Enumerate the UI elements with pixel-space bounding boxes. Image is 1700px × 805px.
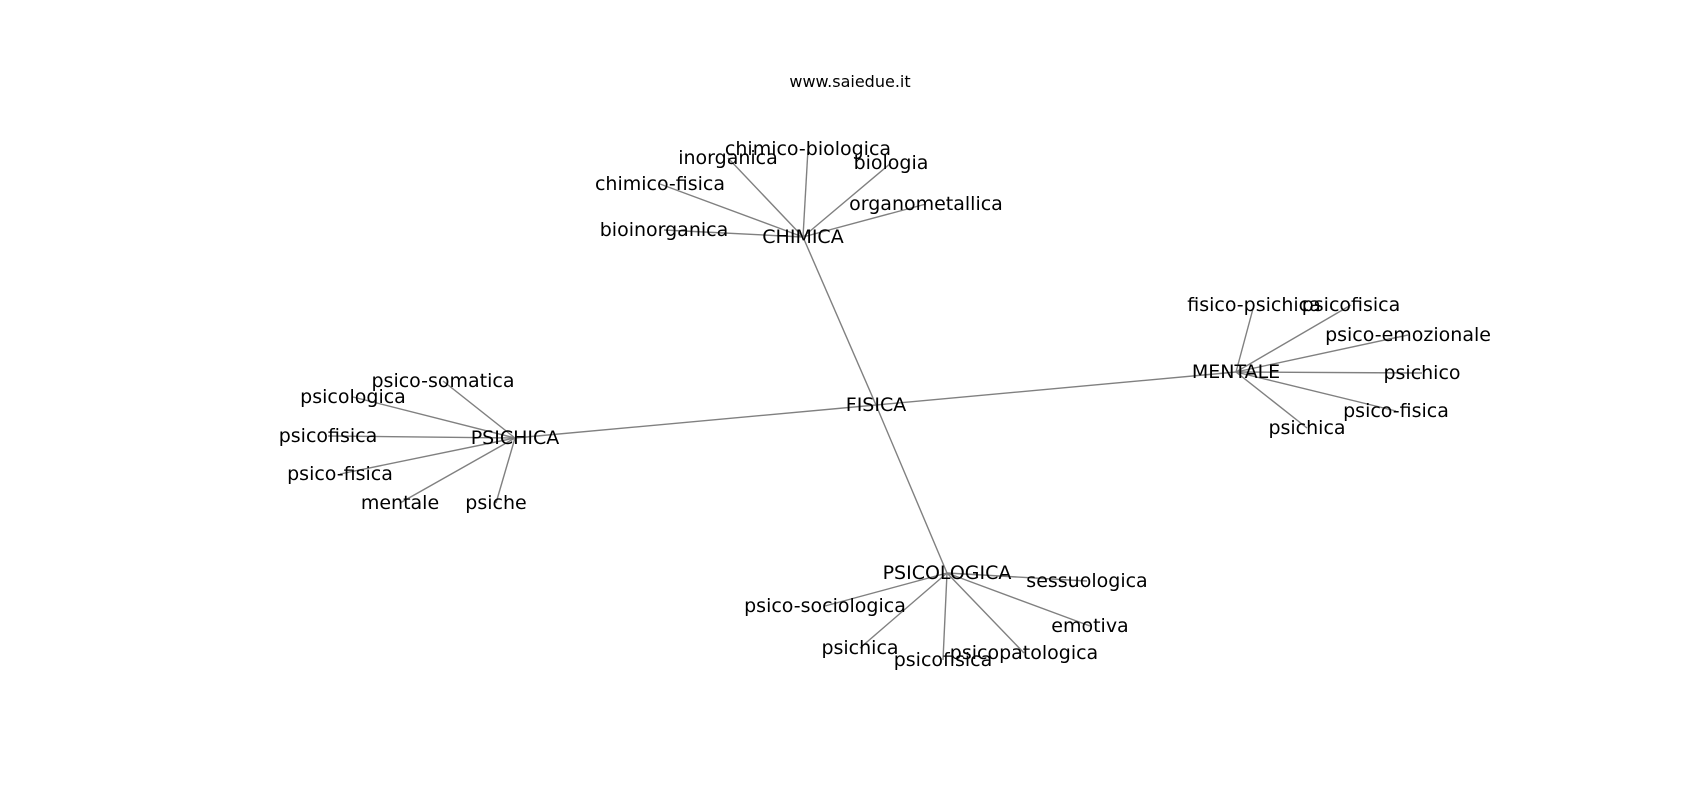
edge-psicologica-psicofisica <box>942 572 948 661</box>
node-leaf-psichica-psiche: psiche <box>465 492 526 514</box>
node-leaf-psichica-psico-fisica: psico-fisica <box>287 463 393 485</box>
edge-mentale-psicofisica <box>1235 304 1352 373</box>
edge-chimica-chimico-biologica <box>802 148 809 238</box>
node-leaf-psichica-psicofisica: psicofisica <box>279 425 378 447</box>
node-hub-psichica: PSICHICA <box>471 427 560 449</box>
edge-mentale-psichica <box>1235 371 1308 429</box>
edge-center-psichica <box>514 404 877 439</box>
node-leaf-chimica-chimico-biologica: chimico-biologica <box>725 138 891 160</box>
node-hub-psicologica: PSICOLOGICA <box>883 562 1012 584</box>
node-leaf-psicologica-emotiva: emotiva <box>1051 615 1128 637</box>
edge-chimica-chimico-fisica <box>659 183 804 238</box>
node-leaf-psicologica-psichica: psichica <box>821 637 898 659</box>
edge-psichica-psico-somatica <box>442 380 516 439</box>
edge-mentale-psichico <box>1235 371 1423 374</box>
edge-center-psicologica <box>875 404 948 574</box>
node-leaf-mentale-psico-emozionale: psico-emozionale <box>1325 324 1491 346</box>
node-leaf-mentale-psico-fisica: psico-fisica <box>1343 400 1449 422</box>
node-leaf-mentale-psicofisica: psicofisica <box>1302 294 1401 316</box>
node-hub-chimica: CHIMICA <box>762 226 843 248</box>
node-leaf-psichica-mentale: mentale <box>361 492 439 514</box>
edge-mentale-psico-fisica <box>1235 371 1397 412</box>
node-leaf-chimica-biologia: biologia <box>854 152 929 174</box>
node-leaf-psicologica-psico-sociologica: psico-sociologica <box>744 595 906 617</box>
node-leaf-mentale-psichica: psichica <box>1268 417 1345 439</box>
edge-mentale-fisico-psichica <box>1235 304 1255 373</box>
labels-layer: FISICA CHIMICA chimico-biologicainorganica… <box>279 138 1491 671</box>
edge-psichica-psicofisica <box>327 435 516 439</box>
edges-layer <box>327 148 1423 661</box>
edge-psichica-psiche <box>495 437 516 504</box>
edge-psicologica-psichica <box>859 572 948 649</box>
node-leaf-psichica-psico-somatica: psico-somatica <box>371 370 514 392</box>
node-hub-mentale: MENTALE <box>1192 361 1280 383</box>
node-leaf-chimica-organometallica: organometallica <box>849 193 1003 215</box>
node-leaf-psicologica-sessuologica: sessuologica <box>1026 570 1147 592</box>
node-leaf-chimica-chimico-fisica: chimico-fisica <box>595 173 725 195</box>
edge-psicologica-emotiva <box>946 572 1091 627</box>
edge-psichica-psicologica <box>352 396 516 439</box>
node-leaf-psicologica-psicopatologica: psicopatologica <box>950 642 1098 664</box>
edge-center-mentale <box>875 371 1237 406</box>
node-leaf-chimica-bioinorganica: bioinorganica <box>600 219 729 241</box>
edge-psicologica-psicopatologica <box>946 572 1025 654</box>
edge-psicologica-sessuologica <box>946 572 1088 582</box>
node-leaf-mentale-fisico-psichica: fisico-psichica <box>1187 294 1321 316</box>
edge-chimica-biologia <box>802 162 892 238</box>
edge-chimica-organometallica <box>802 203 927 238</box>
edge-chimica-bioinorganica <box>663 229 804 238</box>
node-center-fisica: FISICA <box>846 394 906 416</box>
node-leaf-psicologica-psicofisica: psicofisica <box>894 649 993 671</box>
site-title: www.saiedue.it <box>789 72 911 91</box>
edge-chimica-inorganica <box>727 157 804 238</box>
node-leaf-chimica-inorganica: inorganica <box>678 147 778 169</box>
node-leaf-mentale-psichico: psichico <box>1383 362 1460 384</box>
edge-center-chimica <box>802 236 877 406</box>
edge-psichica-psico-fisica <box>339 437 516 475</box>
edge-psichica-mentale <box>399 437 516 504</box>
edge-psicologica-psico-sociologica <box>824 572 948 607</box>
node-leaf-psichica-psicologica: psicologica <box>300 386 406 408</box>
edge-mentale-psico-emozionale <box>1235 334 1409 373</box>
